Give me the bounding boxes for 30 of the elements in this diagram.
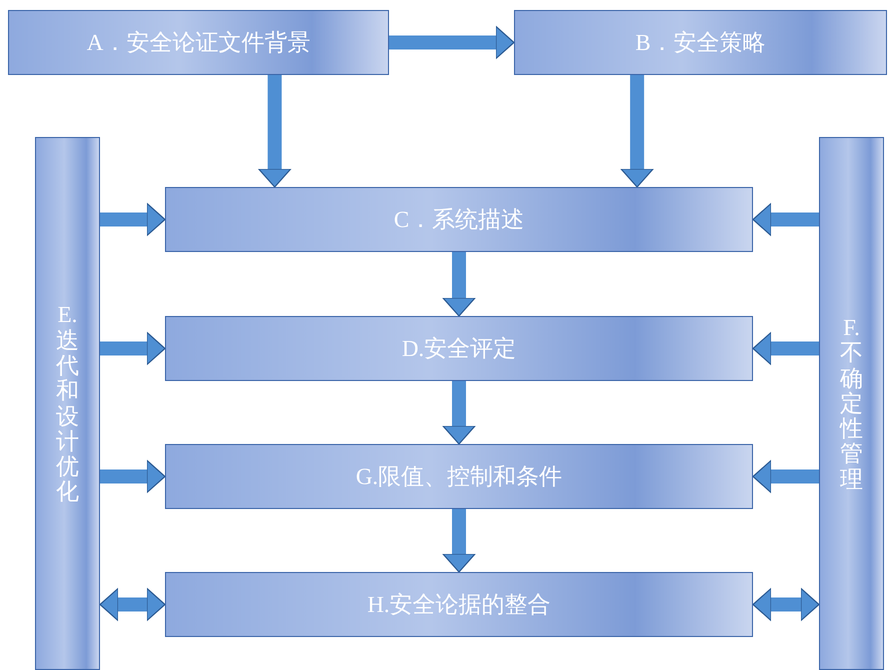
block-arrow [100,460,166,494]
process-box [165,316,753,381]
side-panel [819,137,884,670]
block-arrow [620,75,654,188]
process-box [165,444,753,509]
block-arrow [442,252,476,317]
process-box [165,187,753,252]
box-label: G.限值、控制和条件 [356,463,562,491]
box-label: D.安全评定 [402,335,516,363]
double-arrow [99,588,166,622]
block-arrow [442,381,476,445]
block-arrow [258,75,292,188]
block-arrow [100,332,166,366]
process-box [8,10,389,75]
block-arrow [752,332,819,366]
block-arrow [100,202,166,236]
block-arrow [752,202,819,236]
process-box [165,572,753,637]
side-panel [35,137,100,670]
box-label: E.迭代和设计优化 [56,302,79,505]
block-arrow [752,460,819,494]
block-arrow [442,509,476,573]
box-label: B．安全策略 [635,29,766,57]
box-label: A．安全论证文件背景 [86,29,310,57]
box-label: H.安全论据的整合 [367,591,551,619]
box-label: C．系统描述 [394,206,524,234]
box-label: F.不确定性管理 [840,314,863,492]
process-box [514,10,887,75]
block-arrow [389,26,515,60]
double-arrow [752,588,820,622]
